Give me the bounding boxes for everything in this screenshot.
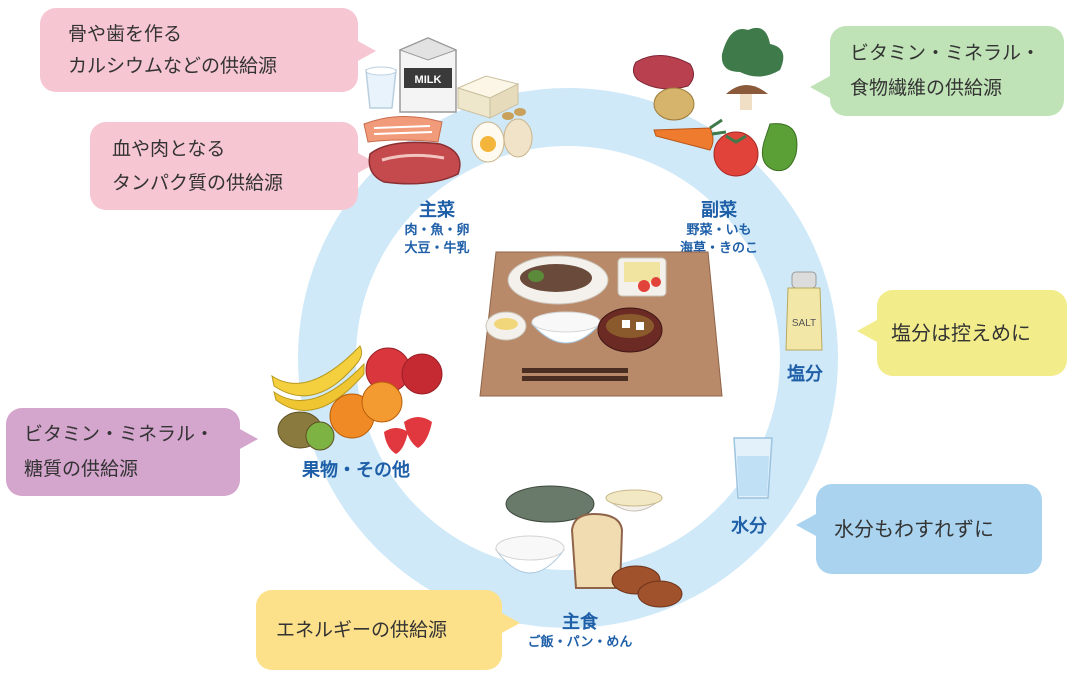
category-shusai-sub1: 肉・魚・卵 <box>404 223 470 238</box>
category-suibun-name: 水分 <box>731 516 767 537</box>
milk-carton-label: MILK <box>415 74 442 86</box>
bubble-energy-tail <box>500 612 520 634</box>
bubble-protein: 血や肉となる タンパク質の供給源 <box>90 122 358 210</box>
bubble-salt-line1: 塩分は控えめに <box>891 321 1031 345</box>
staple-food-illustration <box>490 484 686 614</box>
bubble-vitamin-fiber: ビタミン・ミネラル・ 食物繊維の供給源 <box>830 26 1064 116</box>
bubble-calcium-line1: 骨や歯を作る <box>68 23 183 45</box>
category-enbun-name: 塩分 <box>787 364 823 385</box>
category-shushoku-sub1: ご飯・パン・めん <box>527 635 633 650</box>
bubble-vitamin-sugar-tail <box>238 428 258 450</box>
bubble-protein-line2: タンパク質の供給源 <box>112 172 284 194</box>
category-kudamono-name: 果物・その他 <box>302 460 410 481</box>
category-shusai-name: 主菜 <box>419 200 455 221</box>
category-fukusai-name: 副菜 <box>701 200 737 221</box>
category-shusai-sub2: 大豆・牛乳 <box>404 241 470 256</box>
category-enbun: 塩分 <box>770 364 840 386</box>
category-shushoku: 主食 ご飯・パン・めん <box>510 612 650 652</box>
water-glass-illustration <box>728 432 778 502</box>
meat-fish-egg-illustration <box>360 108 540 194</box>
category-kudamono: 果物・その他 <box>286 460 426 482</box>
bubble-calcium: 骨や歯を作る カルシウムなどの供給源 <box>40 8 358 92</box>
bubble-salt: 塩分は控えめに <box>877 290 1067 376</box>
bubble-water-line1: 水分もわすれずに <box>834 517 994 541</box>
vegetables-illustration <box>630 24 810 180</box>
bubble-water: 水分もわすれずに <box>816 484 1042 574</box>
bubble-vitamin-sugar-line1: ビタミン・ミネラル・ <box>24 423 215 445</box>
bubble-calcium-line2: カルシウムなどの供給源 <box>68 55 278 77</box>
meal-tray-illustration <box>476 244 726 404</box>
bubble-vitamin-fiber-tail <box>810 76 830 98</box>
salt-shaker-illustration: SALT <box>782 270 826 354</box>
bubble-salt-tail <box>857 320 877 342</box>
fruits-illustration <box>268 338 448 456</box>
bubble-vitamin-sugar: ビタミン・ミネラル・ 糖質の供給源 <box>6 408 240 496</box>
category-shushoku-name: 主食 <box>562 612 598 633</box>
bubble-energy-line1: エネルギーの供給源 <box>276 619 448 641</box>
bubble-water-tail <box>796 514 816 536</box>
category-fukusai-sub1: 野菜・いも <box>686 223 752 238</box>
category-shusai: 主菜 肉・魚・卵 大豆・牛乳 <box>392 200 482 258</box>
salt-shaker-label: SALT <box>792 318 816 329</box>
bubble-protein-line1: 血や肉となる <box>112 138 226 160</box>
bubble-vitamin-fiber-line2: 食物繊維の供給源 <box>850 77 1003 99</box>
dairy-soy-illustration: MILK <box>360 30 530 125</box>
bubble-energy: エネルギーの供給源 <box>256 590 502 670</box>
category-suibun: 水分 <box>714 516 784 538</box>
bubble-vitamin-fiber-line1: ビタミン・ミネラル・ <box>850 42 1041 64</box>
bubble-vitamin-sugar-line2: 糖質の供給源 <box>24 458 139 480</box>
bubble-calcium-tail <box>356 40 376 62</box>
